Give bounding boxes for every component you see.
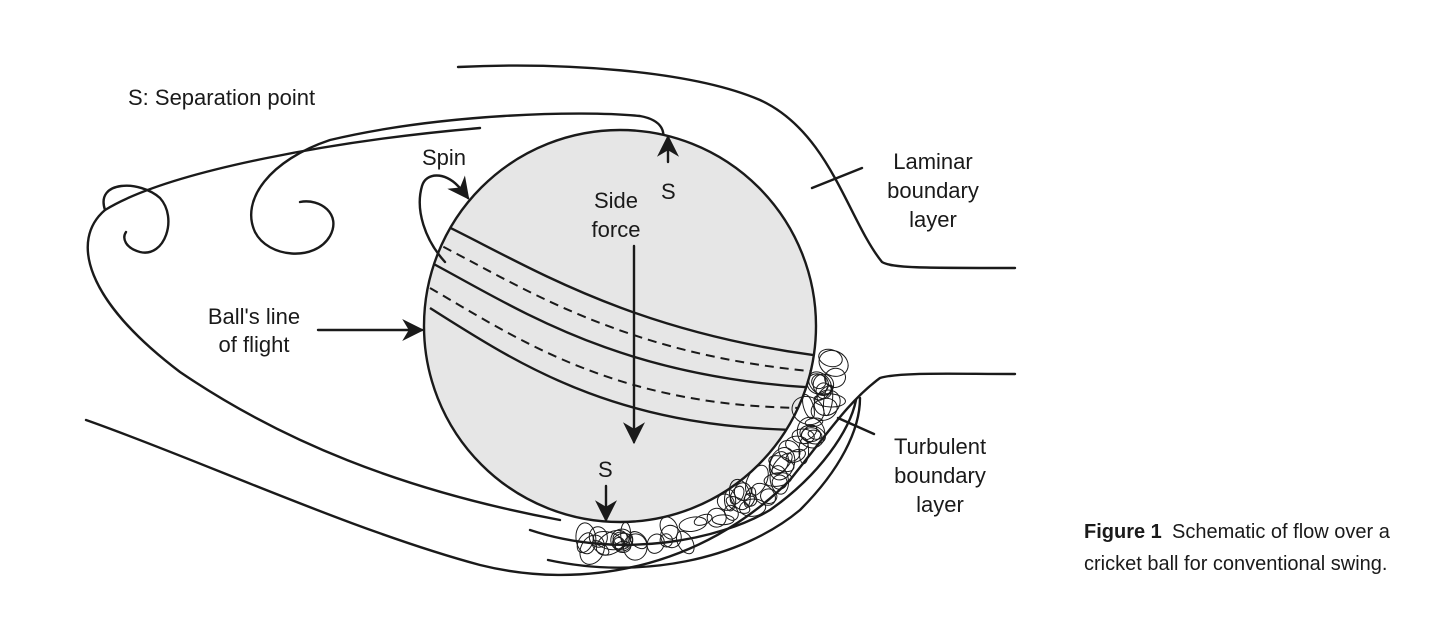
turbulent-eddy xyxy=(813,389,841,417)
turbulent-eddy xyxy=(818,348,843,368)
line-of-flight-label-line2: of flight xyxy=(219,332,290,357)
laminar-label-line3: layer xyxy=(909,207,957,232)
turbulent-eddy xyxy=(675,530,695,555)
turbulent-label-line3: layer xyxy=(916,492,964,517)
turbulent-eddy xyxy=(591,540,610,556)
inner-streamline-top xyxy=(250,112,665,255)
turbulent-eddy xyxy=(763,472,792,487)
left-vortex xyxy=(102,184,170,254)
turbulent-eddy xyxy=(743,487,757,508)
turbulent-label-line2: boundary xyxy=(894,463,986,488)
spin-arrow xyxy=(418,174,470,264)
turbulent-eddy xyxy=(711,514,735,526)
turbulent-eddy xyxy=(612,537,626,550)
turbulent-eddy xyxy=(660,524,682,549)
turbulent-eddy xyxy=(751,482,776,506)
turbulent-eddy xyxy=(723,489,737,512)
legend-text: S: Separation point xyxy=(128,85,315,110)
turbulent-eddy xyxy=(818,349,849,377)
turbulent-eddy xyxy=(824,367,847,388)
turbulent-eddy xyxy=(808,371,832,396)
turbulent-eddy xyxy=(575,522,597,555)
spin-label: Spin xyxy=(422,145,466,170)
laminar-leader-line xyxy=(810,166,864,190)
turbulent-eddy xyxy=(816,384,834,401)
turbulent-eddy xyxy=(576,532,594,554)
turbulent-boundary-layer-region xyxy=(528,396,862,569)
turbulent-eddy xyxy=(785,435,809,453)
turbulent-leader-line xyxy=(836,416,876,436)
turbulent-eddy xyxy=(799,424,826,445)
turbulent-eddy xyxy=(768,455,795,473)
side-force-label-line1: Side xyxy=(594,188,638,213)
turbulent-eddy xyxy=(791,395,825,426)
turbulent-eddy xyxy=(724,504,739,521)
turbulent-eddy xyxy=(745,464,769,497)
turbulent-eddy xyxy=(760,488,778,505)
turbulent-eddy xyxy=(729,485,745,505)
turbulent-eddy xyxy=(771,474,788,490)
laminar-label-line1: Laminar xyxy=(893,149,972,174)
turbulent-eddy xyxy=(812,373,835,396)
turbulent-eddy xyxy=(622,533,648,561)
ball-seam xyxy=(429,216,816,432)
turbulent-label-line1: Turbulent xyxy=(894,434,986,459)
turbulent-eddy xyxy=(769,465,790,495)
turbulent-eddy xyxy=(768,447,796,481)
turbulent-eddy xyxy=(588,526,608,548)
turbulent-eddy xyxy=(693,513,713,526)
s-bottom-label: S xyxy=(598,457,613,482)
turbulent-eddy xyxy=(785,448,806,464)
turbulent-eddy xyxy=(610,528,634,552)
figure-caption-line1: Schematic of flow over a xyxy=(1172,521,1391,543)
turbulent-eddy xyxy=(612,531,630,546)
outer-streamline-bottom xyxy=(84,372,1017,577)
turbulent-eddy xyxy=(646,533,665,554)
s-top-label: S xyxy=(661,179,676,204)
outer-streamline-top xyxy=(456,64,1017,270)
line-of-flight-label-line1: Ball's line xyxy=(208,304,300,329)
turbulent-eddy xyxy=(778,440,801,462)
turbulent-eddy xyxy=(678,516,708,533)
figure-caption-line2: cricket ball for conventional swing. xyxy=(1084,553,1387,575)
turbulent-eddy xyxy=(739,498,767,517)
turbulent-eddy xyxy=(769,451,789,475)
laminar-label-line2: boundary xyxy=(887,178,979,203)
turbulent-eddies xyxy=(575,348,849,565)
side-force-label-line2: force xyxy=(592,217,641,242)
turbulent-eddy xyxy=(796,416,826,449)
turbulent-eddy xyxy=(810,397,838,421)
wake-streamline xyxy=(86,126,562,522)
figure-caption-label: Figure 1 xyxy=(1084,521,1162,543)
